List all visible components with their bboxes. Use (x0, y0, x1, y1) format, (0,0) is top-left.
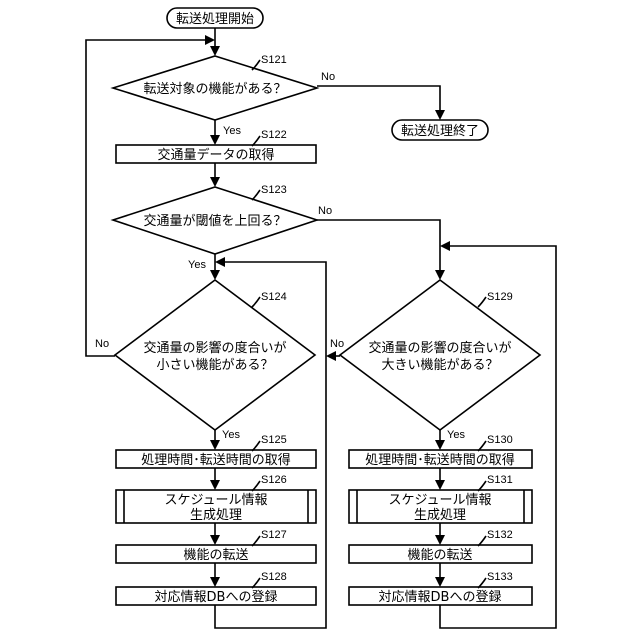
process-s132: 機能の転送 (349, 545, 532, 563)
decision-s129-label-line1: 交通量の影響の度合いが (368, 340, 511, 356)
end-label: 転送処理終了 (401, 123, 479, 139)
step-s126: S126 (261, 474, 287, 486)
arrowhead-down (210, 46, 220, 56)
process-s133: 対応情報DBへの登録 (349, 587, 532, 605)
arrowhead-down (435, 480, 445, 490)
no-label-s123: No (318, 205, 332, 217)
no-label-s124: No (95, 338, 109, 350)
step-s131: S131 (487, 474, 513, 486)
process-s128-label: 対応情報DBへの登録 (155, 590, 278, 605)
process-s122: 交通量データの取得 (116, 145, 316, 163)
decision-s129-label-line2: 大きい機能がある？ (381, 358, 498, 373)
step-leader (252, 190, 260, 200)
decision-s124-label-line1: 交通量の影響の度合いが (143, 340, 286, 356)
step-leader (478, 297, 486, 307)
step-s121: S121 (261, 54, 287, 66)
arrowhead-left (326, 351, 336, 361)
arrowhead-down (210, 535, 220, 545)
arrowhead-down (210, 440, 220, 450)
arrowhead-down (210, 270, 220, 280)
arrowhead-down (210, 135, 220, 145)
connector-d123-d129 (317, 220, 440, 276)
decision-s123-label: 交通量が閾値を上回る？ (143, 213, 286, 229)
no-label-s129: No (330, 338, 344, 350)
start-label: 転送処理開始 (176, 12, 254, 27)
step-s128: S128 (261, 571, 287, 583)
process-s125: 処理時間･転送時間の取得 (116, 450, 316, 468)
arrowhead-down (435, 535, 445, 545)
process-s130: 処理時間･転送時間の取得 (349, 450, 532, 468)
arrowhead-down (210, 577, 220, 587)
arrowhead-left (440, 241, 450, 251)
process-s131: スケジュール情報 生成処理 (349, 490, 532, 523)
process-s127: 機能の転送 (116, 545, 316, 563)
step-s129: S129 (487, 291, 513, 303)
process-s131-label-line1: スケジュール情報 (388, 493, 491, 508)
step-s132: S132 (487, 529, 513, 541)
arrowhead-down (210, 177, 220, 187)
arrowhead-down (435, 577, 445, 587)
process-s122-label: 交通量データの取得 (157, 147, 274, 163)
process-s128: 対応情報DBへの登録 (116, 587, 316, 605)
yes-label-s124: Yes (222, 429, 240, 441)
arrowhead-down (435, 440, 445, 450)
arrowhead-down (435, 110, 445, 120)
process-s127-label: 機能の転送 (183, 548, 248, 563)
arrowhead-left (215, 257, 225, 267)
arrowhead-down (435, 270, 445, 280)
step-s127: S127 (261, 529, 287, 541)
process-s126: スケジュール情報 生成処理 (116, 490, 316, 523)
process-s126-label-line1: スケジュール情報 (164, 493, 267, 508)
step-s122: S122 (261, 129, 287, 141)
step-s125: S125 (261, 434, 287, 446)
end-terminator: 転送処理終了 (392, 120, 488, 140)
no-label-s121: No (321, 71, 335, 83)
step-s123: S123 (261, 184, 287, 196)
decision-s121-label: 転送対象の機能がある？ (143, 82, 286, 97)
process-s130-label: 処理時間･転送時間の取得 (365, 452, 515, 468)
arrowhead-down (210, 480, 220, 490)
step-s133: S133 (487, 571, 513, 583)
yes-label-s123: Yes (188, 259, 206, 271)
step-s130: S130 (487, 434, 513, 446)
decision-s124-label-line2: 小さい機能がある？ (156, 358, 273, 373)
process-s126-label-line2: 生成処理 (190, 508, 242, 523)
process-s133-label: 対応情報DBへの登録 (379, 590, 502, 605)
step-s124: S124 (261, 291, 287, 303)
process-s132-label: 機能の転送 (407, 548, 472, 563)
step-leader (252, 297, 260, 307)
connector-d121-end (317, 86, 440, 116)
decision-s123: 交通量が閾値を上回る？ (113, 187, 317, 254)
process-s131-label-line2: 生成処理 (414, 508, 466, 523)
process-s125-label: 処理時間･転送時間の取得 (141, 452, 291, 468)
yes-label-s121: Yes (223, 125, 241, 137)
start-terminator: 転送処理開始 (167, 8, 263, 28)
yes-label-s129: Yes (447, 429, 465, 441)
arrowhead-right (205, 35, 215, 45)
